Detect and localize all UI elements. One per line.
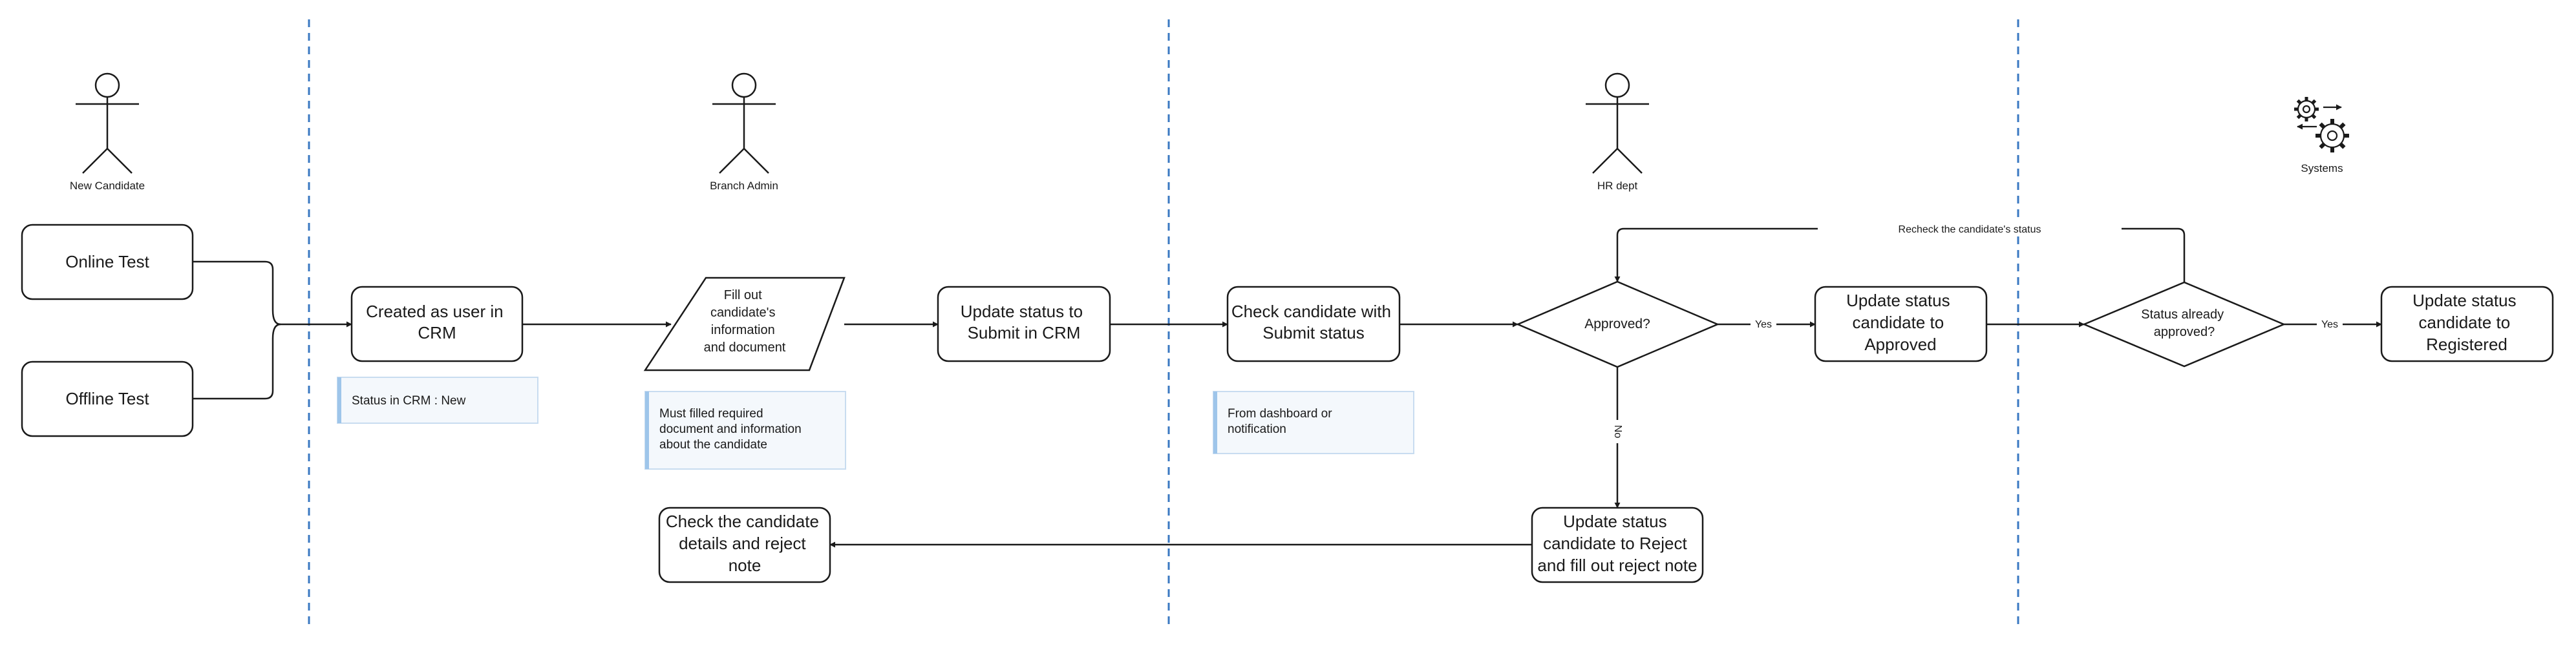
node-update-approved <box>1814 286 1988 362</box>
node-update-approved-label: Update status candidate to Approved <box>1846 291 1955 354</box>
note-crm-status-text: Status in CRM : New <box>352 394 466 408</box>
edge-label-recheck: Recheck the candidate's status <box>1899 224 2041 235</box>
update-submit-line-2: Submit in CRM <box>968 323 1081 342</box>
check-submit-line-2: Submit status <box>1262 323 1365 342</box>
node-update-submit <box>937 286 1111 362</box>
note-must-fill: Must filled required document and inform… <box>644 391 846 470</box>
note-from-dashboard-line-1: From dashboard or <box>1228 407 1332 421</box>
actor-new-candidate-icon <box>76 72 139 174</box>
check-details-line-2: details and reject <box>679 534 806 553</box>
connector-online-test <box>193 260 281 326</box>
update-approved-line-3: Approved <box>1864 335 1936 354</box>
no-label-bg <box>1610 420 1624 443</box>
note-must-fill-line-3: about the candidate <box>659 438 767 452</box>
actor-branch-admin-icon <box>712 72 776 174</box>
node-update-submit-label: Update status to Submit in CRM <box>961 302 1088 342</box>
node-offline-test-label: Offline Test <box>65 389 149 408</box>
update-reject-line-1: Update status <box>1563 512 1666 531</box>
edge-label-yes-2: Yes <box>2321 319 2338 330</box>
actor-hr-dept-label: HR dept <box>1597 180 1638 192</box>
node-check-submit-label: Check candidate with Submit status <box>1231 302 1396 342</box>
node-update-reject <box>1531 507 1704 583</box>
node-online-test-label: Online Test <box>65 252 149 271</box>
update-registered-line-1: Update status <box>2412 291 2516 310</box>
update-approved-line-1: Update status <box>1846 291 1950 310</box>
check-details-line-1: Check the candidate <box>666 512 819 531</box>
yes1-label-bg <box>1751 317 1776 331</box>
node-check-submit <box>1226 286 1401 362</box>
edge-label-yes-1: Yes <box>1755 319 1772 330</box>
connector-offline-test <box>193 323 281 400</box>
update-reject-line-3: and fill out reject note <box>1537 556 1697 575</box>
actor-new-candidate-label: New Candidate <box>70 180 145 192</box>
note-must-fill-line-1: Must filled required <box>659 407 763 421</box>
node-status-already-label: Status already approved? <box>2141 308 2227 339</box>
fill-out-line-1: Fill out <box>724 288 762 302</box>
note-crm-status: Status in CRM : New <box>337 377 538 424</box>
node-check-details <box>658 507 831 583</box>
recheck-label-bg <box>1818 222 2122 236</box>
node-approved-decision <box>1515 280 1720 368</box>
node-online-test <box>21 224 194 300</box>
node-check-details-label: Check the candidate details and reject n… <box>666 512 824 575</box>
update-approved-line-2: candidate to <box>1853 313 1944 332</box>
update-registered-line-2: candidate to <box>2419 313 2511 332</box>
actor-branch-admin-label: Branch Admin <box>710 180 778 192</box>
node-update-reject-label: Update status candidate to Reject and fi… <box>1537 512 1697 575</box>
note-from-dashboard-line-2: notification <box>1228 423 1286 436</box>
yes2-label-bg <box>2317 317 2343 331</box>
check-details-line-3: note <box>729 556 761 575</box>
update-submit-line-1: Update status to <box>961 302 1083 321</box>
update-registered-line-3: Registered <box>2426 335 2507 354</box>
node-offline-test <box>21 361 194 437</box>
note-must-fill-text: Must filled required document and inform… <box>659 407 805 452</box>
node-created-user <box>350 286 524 362</box>
check-submit-line-1: Check candidate with <box>1231 302 1391 321</box>
actor-systems-label: Systems <box>2301 162 2343 174</box>
fill-out-line-2: candidate's <box>710 306 776 320</box>
status-already-line-1: Status already <box>2141 308 2224 322</box>
note-from-dashboard: From dashboard or notification <box>1213 391 1414 454</box>
arrow-recheck-loop <box>1614 227 2186 282</box>
node-update-registered-label: Update status candidate to Registered <box>2412 291 2521 354</box>
created-user-line-2: CRM <box>418 323 456 342</box>
note-must-fill-line-2: document and information <box>659 423 802 436</box>
node-fill-out-parallelogram <box>643 277 846 371</box>
status-already-line-2: approved? <box>2154 325 2215 339</box>
actor-hr-dept-icon <box>1586 72 1649 174</box>
node-status-already-approved <box>2081 281 2286 368</box>
note-from-dashboard-text: From dashboard or notification <box>1228 407 1336 436</box>
fill-out-line-4: and document <box>704 340 786 355</box>
created-user-line-1: Created as user in <box>366 302 503 321</box>
node-update-registered <box>2380 286 2554 362</box>
node-created-user-label: Created as user in CRM <box>366 302 508 342</box>
node-approved-decision-label: Approved? <box>1584 317 1650 331</box>
update-reject-line-2: candidate to Reject <box>1543 534 1687 553</box>
edge-label-no: No <box>1612 425 1623 439</box>
gears-icon <box>2294 97 2349 152</box>
fill-out-line-3: information <box>711 323 775 337</box>
node-fill-out-label: Fill out candidate's information and doc… <box>704 288 786 355</box>
